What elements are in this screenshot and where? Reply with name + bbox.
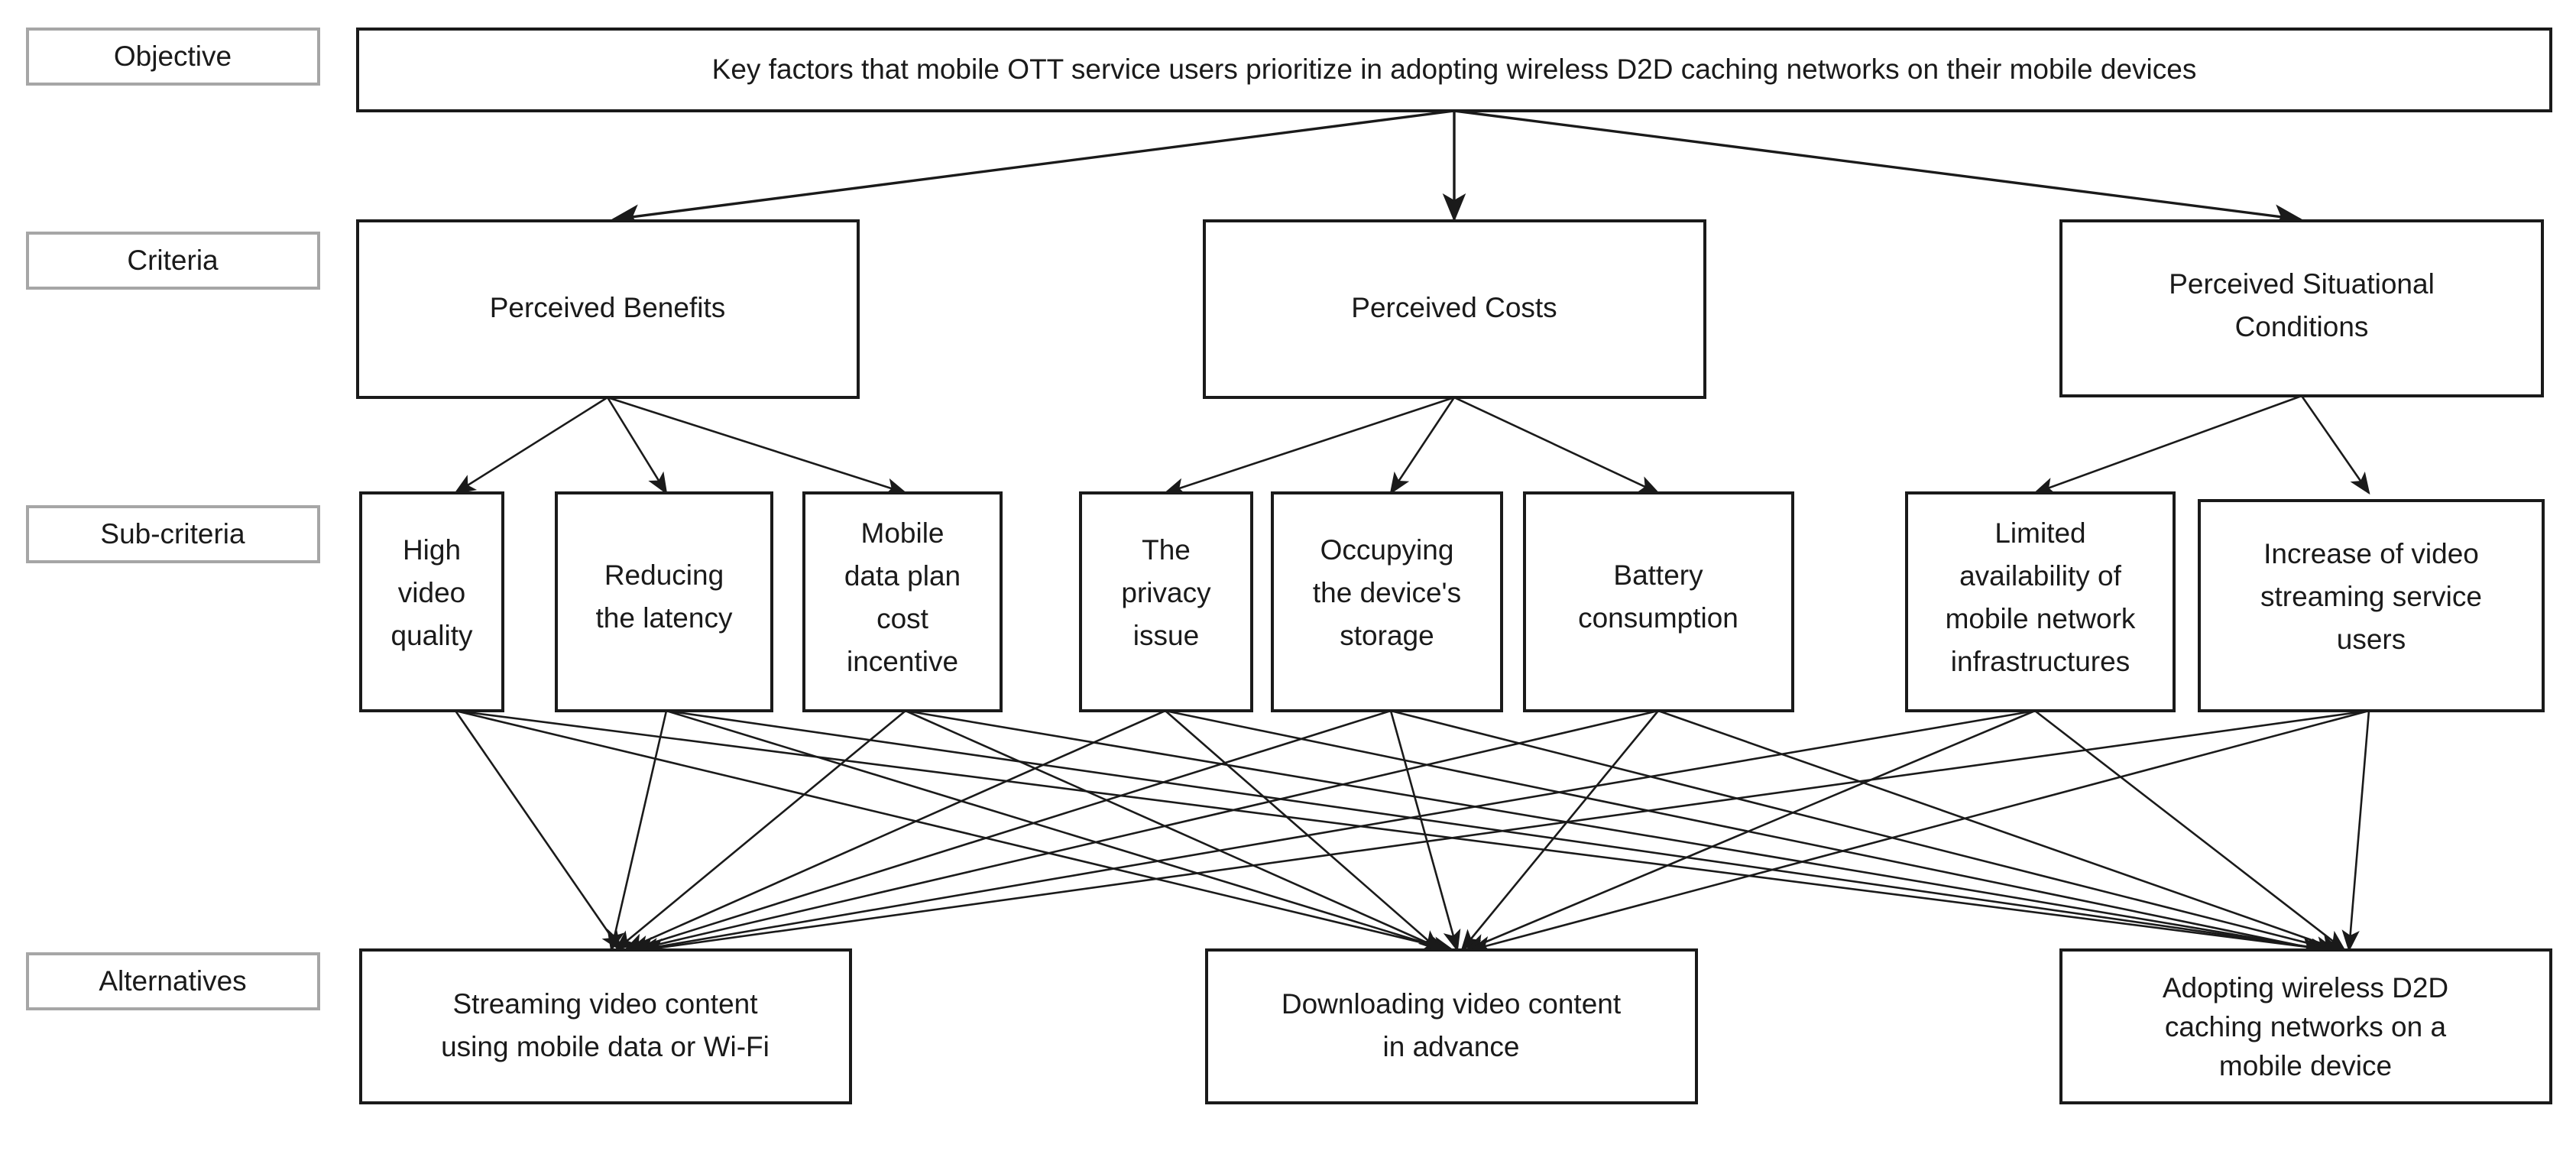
node-objective[interactable]: Key factors that mobile OTT service user… bbox=[356, 28, 2552, 112]
node-alternative-streaming-line-2: using mobile data or Wi-Fi bbox=[441, 1031, 770, 1062]
node-subcriteria-limited-availability-line-4: infrastructures bbox=[1951, 646, 2130, 677]
node-subcriteria-the-privacy-issue-line-1: The bbox=[1142, 534, 1191, 566]
node-alternative-adopting-line-3: mobile device bbox=[2219, 1050, 2392, 1081]
node-subcriteria-high-video-quality[interactable]: High video quality bbox=[359, 491, 504, 712]
node-criteria-perceived-situational-conditions-line-2: Conditions bbox=[2235, 311, 2369, 342]
node-objective-text: Key factors that mobile OTT service user… bbox=[712, 53, 2197, 85]
node-subcriteria-increase-video-line-3: users bbox=[2337, 624, 2406, 655]
level-label-alternatives-text: Alternatives bbox=[99, 965, 246, 997]
node-criteria-perceived-costs[interactable]: Perceived Costs bbox=[1203, 219, 1706, 399]
level-label-criteria: Criteria bbox=[26, 232, 320, 290]
node-subcriteria-the-privacy-issue-line-2: privacy bbox=[1121, 577, 1211, 608]
edges-subcriteria-to-alternatives bbox=[454, 709, 2370, 957]
node-alternative-streaming-line-1: Streaming video content bbox=[452, 988, 758, 1020]
node-subcriteria-reducing-the-latency-line-1: Reducing bbox=[604, 559, 724, 591]
node-subcriteria-battery-consumption[interactable]: Battery consumption bbox=[1523, 491, 1794, 712]
node-alternative-streaming-video-content[interactable]: Streaming video content using mobile dat… bbox=[359, 948, 852, 1104]
node-subcriteria-the-privacy-issue[interactable]: The privacy issue bbox=[1079, 491, 1253, 712]
node-alternative-downloading-line-1: Downloading video content bbox=[1282, 988, 1622, 1020]
node-subcriteria-high-video-quality-line-2: video bbox=[398, 577, 465, 608]
node-subcriteria-occupying-the-devices-storage[interactable]: Occupying the device's storage bbox=[1271, 491, 1503, 712]
level-label-criteria-text: Criteria bbox=[127, 245, 219, 276]
node-subcriteria-limited-availability-line-1: Limited bbox=[1994, 517, 2085, 549]
level-label-alternatives: Alternatives bbox=[26, 952, 320, 1010]
level-label-sub-criteria-text: Sub-criteria bbox=[100, 518, 245, 550]
node-subcriteria-limited-availability-mobile-network[interactable]: Limited availability of mobile network i… bbox=[1905, 491, 2176, 712]
node-subcriteria-mobile-data-plan-line-4: incentive bbox=[847, 646, 958, 677]
node-subcriteria-battery-consumption-line-2: consumption bbox=[1578, 602, 1738, 634]
node-subcriteria-reducing-the-latency[interactable]: Reducing the latency bbox=[555, 491, 773, 712]
node-subcriteria-the-privacy-issue-line-3: issue bbox=[1133, 620, 1199, 651]
node-subcriteria-high-video-quality-line-3: quality bbox=[391, 620, 473, 651]
node-criteria-perceived-costs-text: Perceived Costs bbox=[1351, 292, 1557, 323]
node-subcriteria-high-video-quality-line-1: High bbox=[403, 534, 461, 566]
node-criteria-perceived-situational-conditions-line-1: Perceived Situational bbox=[2169, 268, 2435, 300]
level-label-objective: Objective bbox=[26, 28, 320, 86]
node-subcriteria-mobile-data-plan-line-2: data plan bbox=[844, 560, 961, 592]
node-subcriteria-limited-availability-line-2: availability of bbox=[1959, 560, 2122, 592]
node-criteria-perceived-benefits[interactable]: Perceived Benefits bbox=[356, 219, 860, 399]
node-subcriteria-battery-consumption-line-1: Battery bbox=[1613, 559, 1703, 591]
node-subcriteria-mobile-data-plan-cost-incentive[interactable]: Mobile data plan cost incentive bbox=[802, 491, 1003, 712]
node-subcriteria-reducing-the-latency-line-2: the latency bbox=[596, 602, 733, 634]
node-alternative-downloading-video-content[interactable]: Downloading video content in advance bbox=[1205, 948, 1698, 1104]
node-subcriteria-mobile-data-plan-line-1: Mobile bbox=[861, 517, 945, 549]
node-subcriteria-occupying-storage-line-1: Occupying bbox=[1320, 534, 1454, 566]
node-alternative-downloading-line-2: in advance bbox=[1383, 1031, 1520, 1062]
node-subcriteria-mobile-data-plan-line-3: cost bbox=[876, 603, 929, 634]
node-criteria-perceived-situational-conditions[interactable]: Perceived Situational Conditions bbox=[2059, 219, 2544, 397]
node-subcriteria-limited-availability-line-3: mobile network bbox=[1946, 603, 2136, 634]
node-subcriteria-increase-video-line-1: Increase of video bbox=[2263, 538, 2479, 569]
node-subcriteria-occupying-storage-line-2: the device's bbox=[1313, 577, 1461, 608]
level-label-objective-text: Objective bbox=[114, 41, 232, 72]
node-subcriteria-increase-video-line-2: streaming service bbox=[2260, 581, 2482, 612]
edges-criteria-to-subcriteria bbox=[453, 394, 2370, 496]
node-subcriteria-increase-of-video-streaming-users[interactable]: Increase of video streaming service user… bbox=[2198, 499, 2545, 712]
level-label-sub-criteria: Sub-criteria bbox=[26, 505, 320, 563]
node-alternative-adopting-wireless-d2d[interactable]: Adopting wireless D2D caching networks o… bbox=[2059, 948, 2552, 1104]
node-criteria-perceived-benefits-text: Perceived Benefits bbox=[490, 292, 726, 323]
edges-objective-to-criteria bbox=[611, 109, 2303, 228]
node-alternative-adopting-line-2: caching networks on a bbox=[2165, 1011, 2447, 1042]
node-subcriteria-occupying-storage-line-3: storage bbox=[1340, 620, 1434, 651]
node-alternative-adopting-line-1: Adopting wireless D2D bbox=[2163, 972, 2448, 1003]
